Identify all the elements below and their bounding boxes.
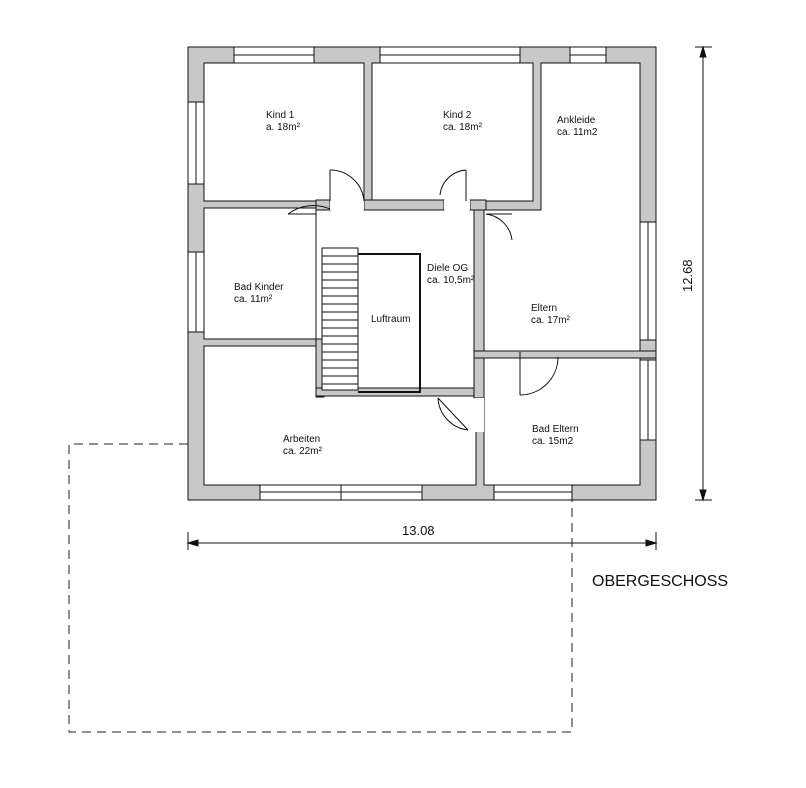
room-diele-name: Diele OG [427, 263, 468, 274]
room-kind1-area: a. 18m² [266, 122, 301, 133]
room-kind2-area: ca. 18m² [443, 122, 483, 133]
height-dimension [695, 45, 712, 502]
room-diele-area: ca. 10,5m² [427, 275, 475, 286]
staircase [321, 247, 359, 391]
room-bad-eltern-name: Bad Eltern [532, 424, 579, 435]
room-bad-eltern-area: ca. 15m2 [532, 436, 574, 447]
room-labels: Kind 1 a. 18m² Kind 2 ca. 18m² Ankleide … [234, 110, 598, 457]
terrace-outline [68, 443, 573, 733]
room-arbeiten-name: Arbeiten [283, 434, 320, 445]
floor-title: OBERGESCHOSS [592, 573, 728, 590]
room-ankleide-name: Ankleide [557, 115, 596, 126]
room-luftraum-name: Luftraum [371, 314, 410, 325]
width-dimension [186, 532, 658, 550]
room-kind2-name: Kind 2 [443, 110, 472, 121]
height-dimension-label: 12.68 [680, 259, 695, 292]
windows [187, 46, 657, 501]
doors [287, 169, 559, 432]
room-kind1-name: Kind 1 [266, 110, 295, 121]
room-eltern-area: ca. 17m² [531, 315, 571, 326]
room-ankleide-area: ca. 11m2 [557, 127, 598, 138]
width-dimension-label: 13.08 [402, 523, 435, 538]
room-bad-kinder-name: Bad Kinder [234, 282, 284, 293]
room-arbeiten-area: ca. 22m² [283, 446, 323, 457]
luftraum-outline [358, 253, 421, 393]
room-eltern-name: Eltern [531, 303, 557, 314]
room-bad-kinder-area: ca. 11m² [234, 294, 273, 305]
